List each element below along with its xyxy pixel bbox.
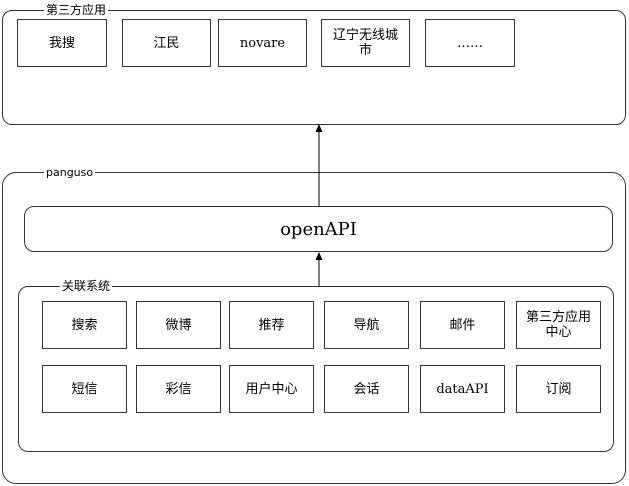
app-wosou: 我搜 (17, 19, 107, 67)
app-novare: novare (218, 19, 307, 67)
openapi-box: openAPI (24, 206, 613, 252)
system-user-center: 用户中心 (229, 365, 314, 413)
system-recommend: 推荐 (229, 301, 314, 349)
app-liaoning-wireless-city: 辽宁无线城市 (321, 19, 410, 67)
related-systems-title: 关联系统 (60, 279, 113, 293)
system-search: 搜索 (42, 301, 127, 349)
system-data-api: dataAPI (420, 365, 505, 413)
panguso-title: panguso (44, 166, 96, 180)
third-party-apps-title: 第三方应用 (44, 3, 109, 17)
system-third-party-center: 第三方应用中心 (516, 301, 601, 349)
app-jiangmin: 江民 (122, 19, 211, 67)
system-sms: 短信 (42, 365, 127, 413)
system-weibo: 微博 (136, 301, 221, 349)
system-subscription: 订阅 (516, 365, 601, 413)
app-more: …… (425, 19, 515, 67)
system-mms: 彩信 (136, 365, 221, 413)
system-session: 会话 (324, 365, 409, 413)
system-navigation: 导航 (324, 301, 409, 349)
system-mail: 邮件 (420, 301, 505, 349)
